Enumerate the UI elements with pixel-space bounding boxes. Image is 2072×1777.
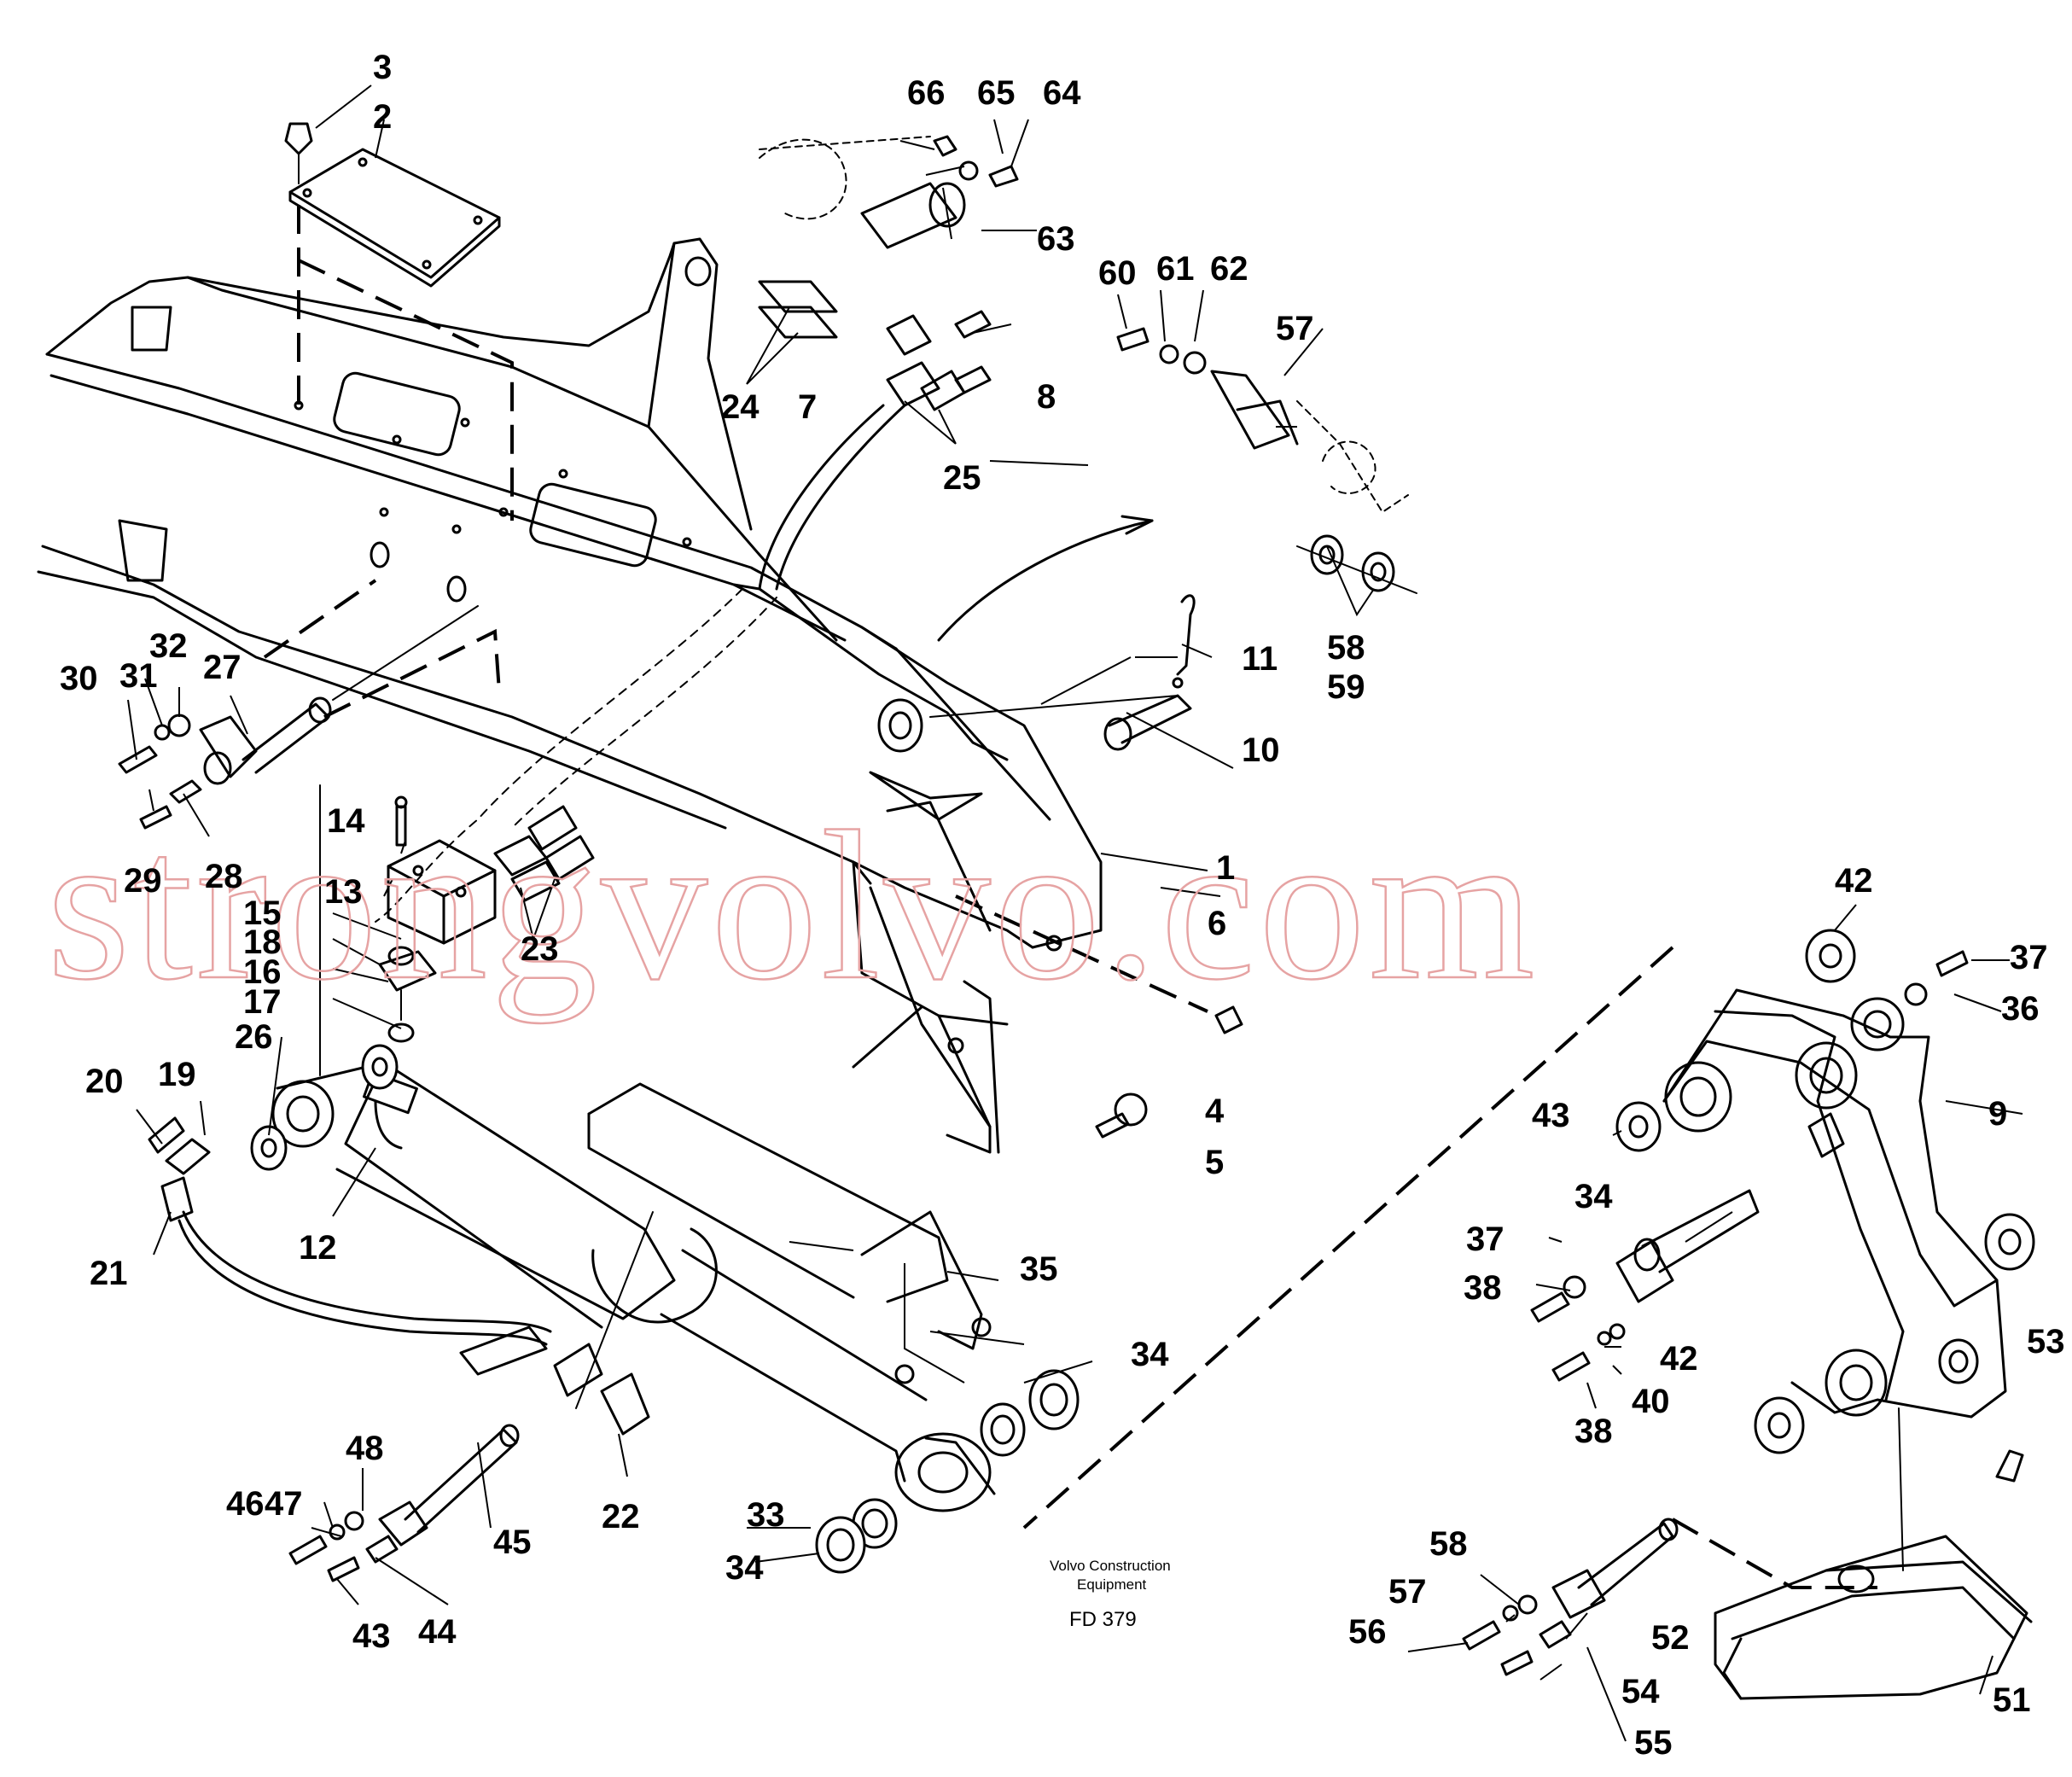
callout-20: 20 xyxy=(85,1063,124,1100)
callout-60: 60 xyxy=(1098,254,1137,292)
callout-48: 48 xyxy=(346,1430,384,1467)
caption-company: Volvo Construction xyxy=(1050,1558,1171,1574)
callout-62: 62 xyxy=(1210,250,1248,288)
callout-5: 5 xyxy=(1205,1144,1224,1181)
cover-plate xyxy=(284,122,514,521)
callout-57: 57 xyxy=(1276,310,1314,347)
callout-8: 8 xyxy=(1037,378,1056,416)
callout-49: 51 xyxy=(1993,1681,2031,1719)
callout-30: 30 xyxy=(60,660,98,697)
callout-32: 32 xyxy=(149,627,188,665)
callout-33: 33 xyxy=(747,1496,785,1534)
callout-29: 29 xyxy=(124,862,162,900)
boom-frame xyxy=(37,237,1154,1154)
callout-37: 36 xyxy=(2001,990,2040,1028)
small-pins xyxy=(929,594,1243,1139)
callout-64: 64 xyxy=(1043,74,1081,112)
callout-41: 42 xyxy=(1660,1340,1698,1378)
leader-lines xyxy=(127,84,2023,1742)
callout-18: 18 xyxy=(243,923,282,961)
valve-block xyxy=(319,784,595,1076)
caption-block: Volvo Construction Equipment FD 379 xyxy=(1050,1558,1171,1631)
callout-40: 40 xyxy=(1632,1383,1670,1420)
pin-27-assembly xyxy=(118,579,501,830)
callout-10: 10 xyxy=(1242,731,1280,769)
callout-43b: 43 xyxy=(1532,1097,1570,1134)
callout-17: 17 xyxy=(243,983,282,1021)
link-9 xyxy=(1022,929,2035,1529)
callout-56: 58 xyxy=(1429,1525,1468,1563)
callout-27: 27 xyxy=(203,649,242,686)
callout-6: 6 xyxy=(1208,905,1226,942)
callout-26: 26 xyxy=(235,1018,273,1056)
callout-12: 12 xyxy=(299,1229,337,1267)
callout-4: 4 xyxy=(1205,1092,1225,1130)
callout-24: 24 xyxy=(721,388,760,426)
callout-11: 11 xyxy=(1242,640,1278,678)
caption-figure-code: FD 379 xyxy=(1069,1608,1137,1631)
callout-52: 54 xyxy=(1621,1673,1660,1710)
hydraulic-cylinder xyxy=(250,1044,1080,1574)
upper-pin-assembly xyxy=(758,135,1417,594)
callout-59: 59 xyxy=(1327,668,1365,706)
callout-55: 57 xyxy=(1388,1573,1427,1611)
callout-38b: 38 xyxy=(1464,1269,1502,1307)
callout-13: 13 xyxy=(324,873,363,911)
callout-28: 28 xyxy=(205,858,243,895)
callout-7: 7 xyxy=(798,388,817,426)
callout-9: 9 xyxy=(1988,1095,2007,1133)
callout-16: 16 xyxy=(243,953,282,991)
callout-51: 53 xyxy=(2027,1323,2065,1360)
callout-44: 44 xyxy=(418,1613,457,1651)
callout-22: 22 xyxy=(602,1498,640,1535)
callout-58: 58 xyxy=(1327,629,1365,667)
callout-14: 14 xyxy=(327,802,365,840)
callout-50: 52 xyxy=(1651,1619,1690,1657)
callout-21: 21 xyxy=(90,1255,128,1292)
callout-45: 43 xyxy=(352,1617,391,1655)
callout-63: 63 xyxy=(1037,220,1075,258)
watermark: strongvolvo.com xyxy=(47,788,1538,1024)
hose-assembly xyxy=(148,1116,654,1436)
caption-equipment: Equipment xyxy=(1077,1576,1147,1593)
callout-46: 46 xyxy=(226,1485,265,1523)
callout-65: 65 xyxy=(977,74,1016,112)
callout-61: 61 xyxy=(1156,250,1195,288)
callout-53: 55 xyxy=(1634,1724,1673,1762)
callout-42: 45 xyxy=(493,1524,532,1561)
callout-66: 66 xyxy=(907,74,946,112)
callout-39: 38 xyxy=(1574,1413,1613,1450)
callout-31: 31 xyxy=(119,657,158,695)
callout-38: 37 xyxy=(2010,939,2048,976)
callout-23: 23 xyxy=(521,930,559,968)
callout-36: 35 xyxy=(1020,1250,1058,1288)
callout-2: 2 xyxy=(373,98,392,136)
callout-47: 47 xyxy=(265,1485,303,1523)
callout-37b: 37 xyxy=(1466,1221,1505,1258)
pin-42-assembly xyxy=(288,1424,520,1582)
callout-15: 15 xyxy=(243,894,282,932)
callout-34: 34 xyxy=(1131,1336,1169,1373)
callout-19: 19 xyxy=(158,1056,196,1093)
callout-34b: 34 xyxy=(725,1549,764,1587)
callout-25: 25 xyxy=(943,459,981,497)
callout-54: 56 xyxy=(1348,1613,1387,1651)
callout-43: 42 xyxy=(1835,862,1873,900)
callout-numbers: 3 2 66 65 64 63 60 61 62 57 24 7 8 25 58… xyxy=(60,49,2065,1762)
callout-1: 1 xyxy=(1216,849,1235,887)
callout-35: 34 xyxy=(1574,1178,1613,1215)
bracket-49 xyxy=(1462,1407,2033,1700)
callout-3: 3 xyxy=(373,49,392,86)
